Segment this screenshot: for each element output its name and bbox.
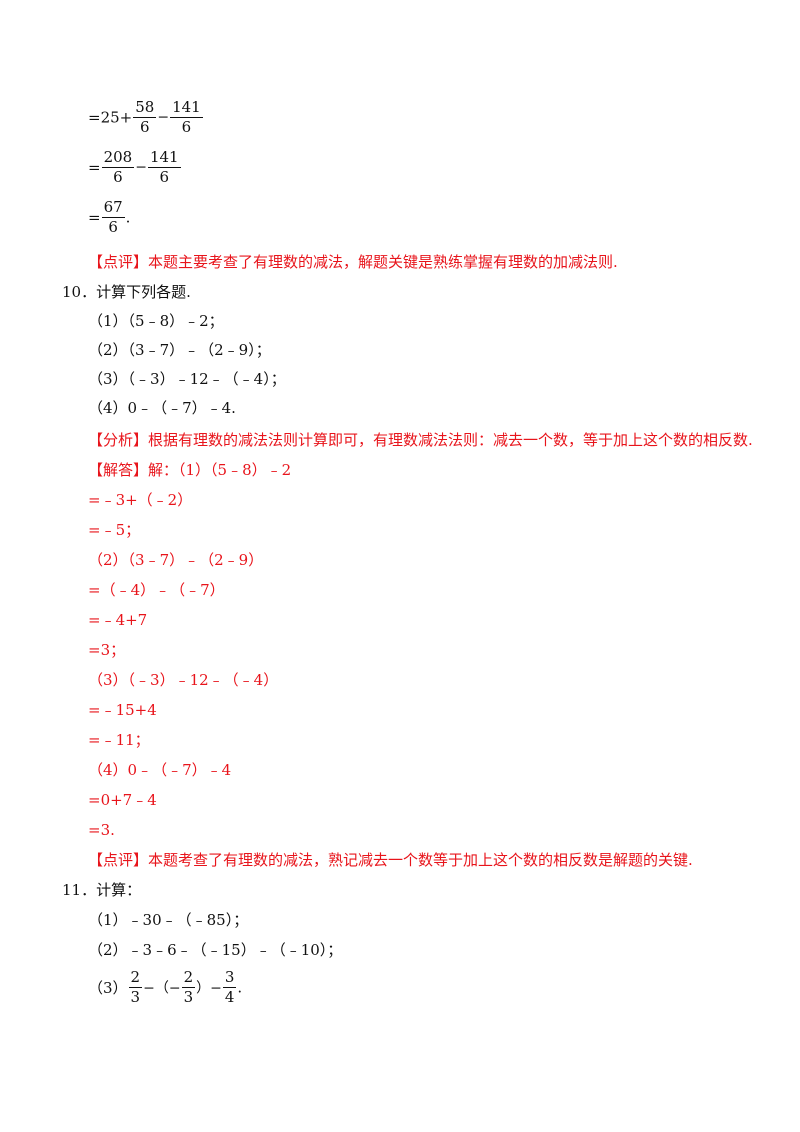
denominator: 3 [181, 987, 196, 1006]
numerator: 2 [183, 968, 194, 986]
denominator: 6 [133, 117, 157, 137]
solution-line: =﹣3+（﹣2） [88, 491, 193, 509]
denominator: 4 [222, 987, 237, 1006]
solution-line: =（﹣4）﹣（﹣7） [88, 581, 225, 599]
denominator: 6 [147, 167, 181, 187]
numerator: 141 [172, 98, 201, 116]
q11-item-2: （2）﹣3﹣6﹣（﹣15）﹣（﹣10）； [88, 941, 343, 959]
period: . [237, 978, 243, 997]
operator: −（− [143, 980, 181, 997]
q10-comment: 【点评】本题考查了有理数的减法，熟记减去一个数等于加上这个数的相反数是解题的关键… [88, 851, 693, 869]
q10-title: 10．计算下列各题. [62, 283, 191, 301]
q10-item-3: （3）（﹣3）﹣12﹣（﹣4）； [88, 370, 286, 388]
calc-prefix: = [88, 158, 101, 177]
solution-line: =3； [88, 641, 126, 659]
q11-title: 11．计算： [62, 881, 142, 899]
denominator: 3 [128, 987, 143, 1006]
numerator: 208 [103, 148, 133, 166]
numerator: 67 [103, 198, 123, 216]
q10-analysis: 【分析】根据有理数的减法法则计算即可，有理数减法法则：减去一个数，等于加上这个数… [88, 431, 753, 449]
numerator: 2 [130, 968, 141, 986]
item-label: （3） [88, 979, 128, 997]
period: . [125, 208, 131, 227]
solution-line: =3. [88, 821, 115, 839]
solution-line: 【解答】解：（1）（5﹣8）﹣2 [88, 461, 292, 479]
operator: ）− [196, 980, 222, 997]
operator: − [157, 109, 170, 126]
solution-line: （4）0﹣（﹣7）﹣4 [88, 761, 232, 779]
comment-1: 【点评】本题主要考查了有理数的减法，解题关键是熟练掌握有理数的加减法则. [88, 253, 618, 271]
q11-item-1: （1）﹣30﹣（﹣85）； [88, 911, 249, 929]
numerator: 141 [149, 148, 179, 166]
denominator: 6 [101, 167, 135, 187]
solution-line: =﹣4+7 [88, 611, 148, 629]
solution-line: （2）（3﹣7）﹣（2﹣9） [88, 551, 264, 569]
calc-prefix: = [88, 208, 101, 227]
q10-item-2: （2）（3﹣7）﹣（2﹣9）； [88, 341, 271, 359]
q10-item-1: （1）（5﹣8）﹣2； [88, 312, 224, 330]
solution-line: =﹣15+4 [88, 701, 157, 719]
denominator: 6 [170, 117, 203, 137]
solution-line: =﹣5； [88, 521, 141, 539]
calc-prefix: =25+ [88, 108, 133, 127]
denominator: 6 [101, 217, 125, 237]
numerator: 58 [135, 98, 155, 116]
solution-line: （3）（﹣3）﹣12﹣（﹣4） [88, 671, 279, 689]
operator: − [135, 159, 147, 176]
solution-line: =﹣11； [88, 731, 150, 749]
q10-item-4: （4）0﹣（﹣7）﹣4. [88, 399, 236, 417]
solution-line: =0+7﹣4 [88, 791, 157, 809]
numerator: 3 [224, 968, 235, 986]
